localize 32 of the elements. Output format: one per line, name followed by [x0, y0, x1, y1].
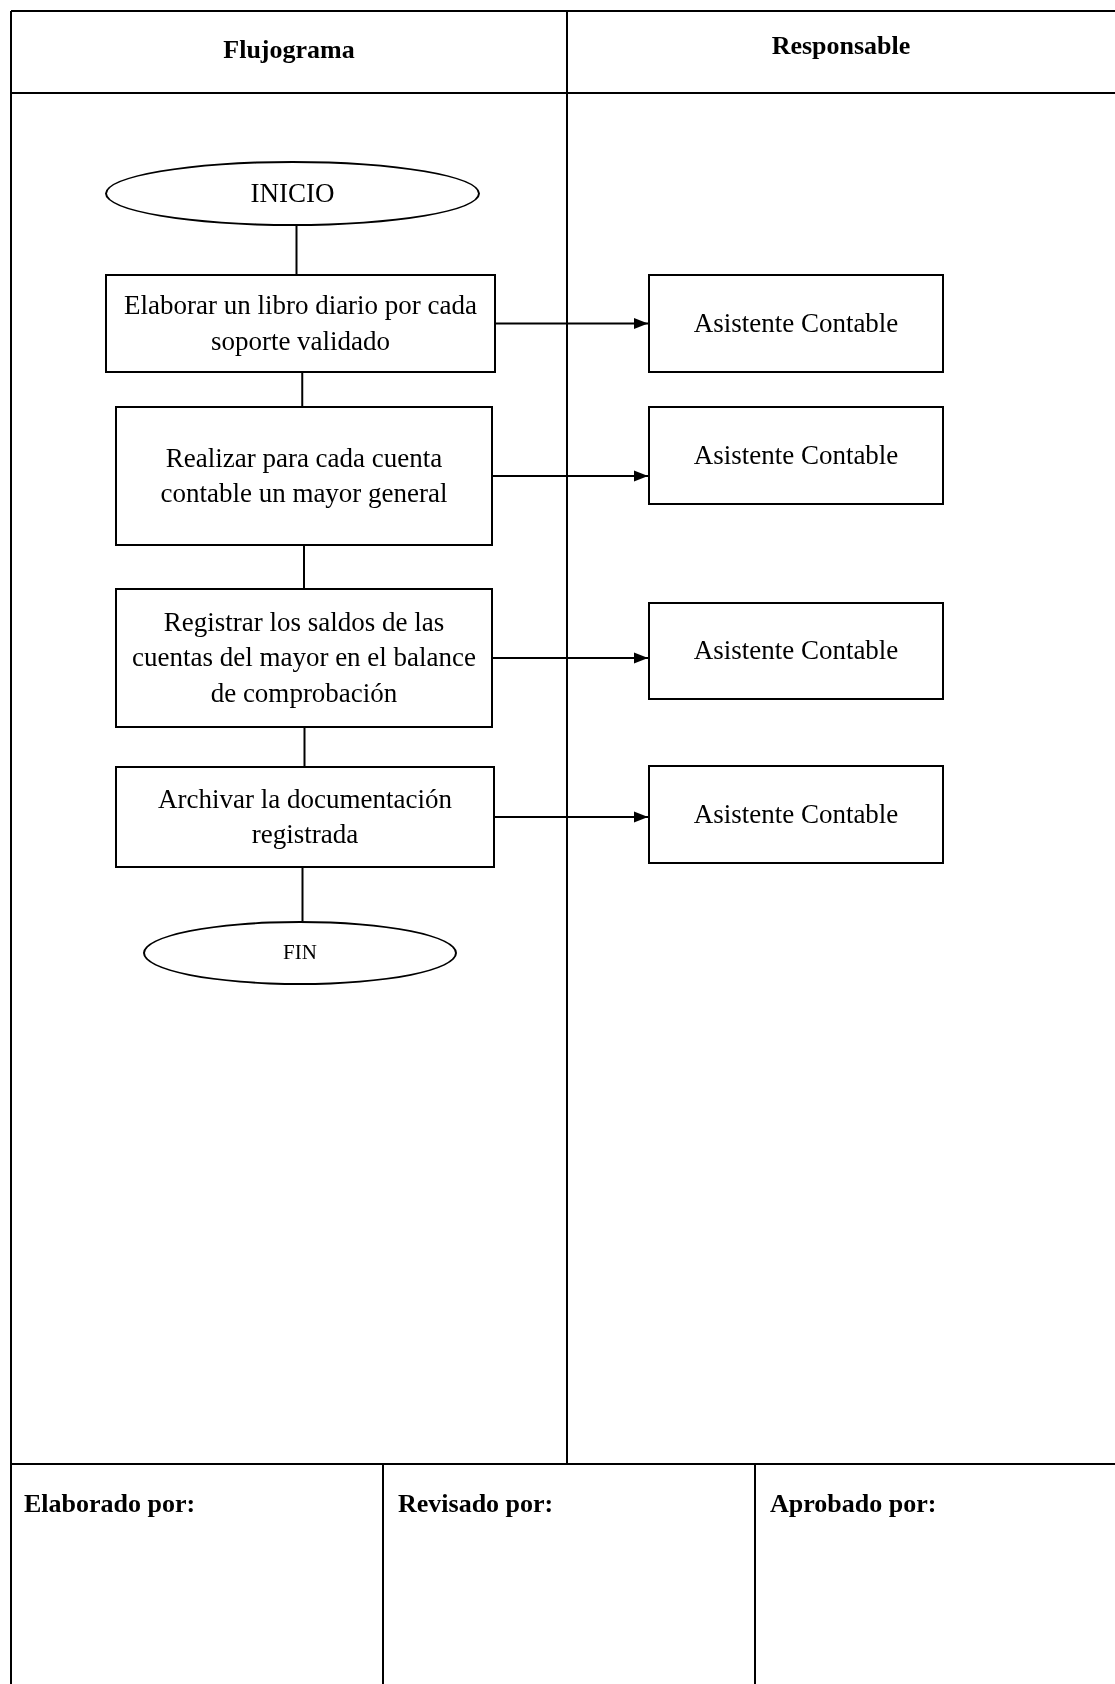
arrow: [494, 811, 649, 823]
connector-line: [303, 545, 305, 589]
node-text: Asistente Contable: [693, 438, 899, 472]
signature-label: Revisado por:: [398, 1489, 554, 1518]
signature-label: Elaborado por:: [24, 1489, 196, 1518]
connector-line: [303, 727, 306, 767]
node-text: Asistente Contable: [693, 306, 899, 340]
process-box: [115, 588, 493, 728]
arrow: [492, 652, 649, 664]
node-text: Asistente Contable: [693, 797, 899, 831]
process-box: [648, 602, 944, 700]
process-box: [105, 274, 496, 373]
connector-line: [301, 867, 304, 922]
process-box: [648, 765, 944, 864]
process-box: [115, 766, 495, 868]
node-text: Elaborar un libro diario por cada soporte validado: [122, 289, 479, 358]
process-box: [648, 406, 944, 505]
node-text: Asistente Contable: [693, 634, 899, 668]
node-text: Registrar los saldos de las cuentas del mayor en el balance de comprobación: [130, 606, 478, 710]
node-text: INICIO: [250, 176, 335, 210]
arrow: [495, 317, 649, 330]
node-text: FIN: [283, 939, 317, 967]
column-header: Flujograma: [223, 35, 355, 64]
process-box: [648, 274, 944, 373]
signature-label: Aprobado por:: [770, 1489, 937, 1518]
arrow: [492, 470, 649, 482]
node-text: Archivar la documentación registrada: [157, 782, 453, 851]
node-text: Realizar para cada cuenta contable un mayor general: [159, 441, 449, 510]
connector-line: [301, 372, 304, 407]
process-box: [115, 406, 493, 546]
column-header: Responsable: [771, 31, 911, 60]
connector-line: [295, 225, 298, 275]
